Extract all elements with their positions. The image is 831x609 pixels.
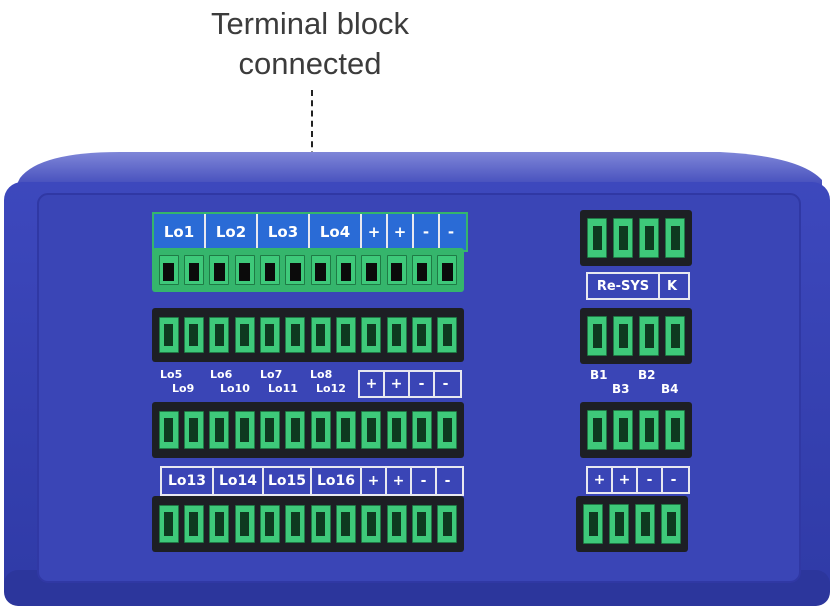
- annotation-line-1: Terminal block: [210, 6, 410, 41]
- side-connector-3: [580, 402, 692, 458]
- label-lo12: Lo12: [316, 382, 346, 395]
- label-lo11: Lo11: [268, 382, 298, 395]
- label-strip-2-power: + + - -: [358, 370, 462, 398]
- side-connector-4: [576, 496, 688, 552]
- label-minus-6: -: [444, 473, 451, 489]
- header-connector-row-2: [152, 308, 464, 362]
- label-plus-6: +: [387, 468, 412, 494]
- label-lo15: Lo15: [264, 468, 312, 494]
- header-connector-row-4: [152, 496, 464, 552]
- label-b4: B4: [661, 382, 679, 396]
- label-re-sys: Re-SYS: [588, 274, 660, 298]
- side-label-strip-3: + + - -: [586, 466, 690, 494]
- label-lo3: Lo3: [258, 214, 310, 250]
- label-plus-3: +: [360, 372, 385, 396]
- label-lo13: Lo13: [162, 468, 214, 494]
- label-minus-1: -: [414, 214, 440, 250]
- label-k: K: [666, 278, 678, 294]
- label-b1: B1: [590, 368, 608, 382]
- label-plus-4: +: [385, 372, 410, 396]
- side-label-plus-2: +: [613, 468, 638, 492]
- label-lo8: Lo8: [310, 368, 333, 381]
- terminal-block-connected[interactable]: [152, 248, 464, 292]
- terminal-block-label-strip-1: Lo1 Lo2 Lo3 Lo4 + + - -: [152, 212, 468, 252]
- side-label-minus-1: -: [638, 468, 663, 492]
- label-lo2: Lo2: [206, 214, 258, 250]
- label-minus-3: -: [410, 372, 435, 396]
- side-label-minus-2: -: [670, 472, 677, 488]
- annotation-line-2: connected: [238, 46, 382, 81]
- side-label-strip-2: B1 B2 B3 B4: [586, 368, 686, 398]
- label-plus-2: +: [388, 214, 414, 250]
- label-minus-5: -: [412, 468, 437, 494]
- side-connector-2: [580, 308, 692, 364]
- header-connector-row-3: [152, 402, 464, 458]
- label-lo1: Lo1: [154, 214, 206, 250]
- label-lo5: Lo5: [160, 368, 183, 381]
- side-label-plus-1: +: [588, 468, 613, 492]
- label-lo16: Lo16: [312, 468, 362, 494]
- label-minus-2: -: [447, 223, 455, 241]
- label-b3: B3: [612, 382, 630, 396]
- label-lo6: Lo6: [210, 368, 233, 381]
- label-plus-5: +: [362, 468, 387, 494]
- side-label-strip-1: Re-SYS K: [586, 272, 690, 300]
- annotation-callout: Terminal block connected: [170, 4, 450, 84]
- label-strip-2: Lo5 Lo6 Lo7 Lo8 Lo9 Lo10 Lo11 Lo12: [160, 368, 460, 396]
- annotation-dashed-line: [311, 90, 313, 178]
- label-lo10: Lo10: [220, 382, 250, 395]
- label-lo7: Lo7: [260, 368, 283, 381]
- label-plus-1: +: [362, 214, 388, 250]
- label-lo9: Lo9: [172, 382, 195, 395]
- label-b2: B2: [638, 368, 656, 382]
- controller-device: Lo1 Lo2 Lo3 Lo4 + + - - Lo5 Lo6 Lo7 Lo8 …: [0, 150, 831, 609]
- label-minus-4: -: [442, 376, 449, 392]
- label-strip-3: Lo13 Lo14 Lo15 Lo16 + + - -: [160, 466, 464, 496]
- label-lo14: Lo14: [214, 468, 264, 494]
- side-connector-1: [580, 210, 692, 266]
- label-lo4: Lo4: [310, 214, 362, 250]
